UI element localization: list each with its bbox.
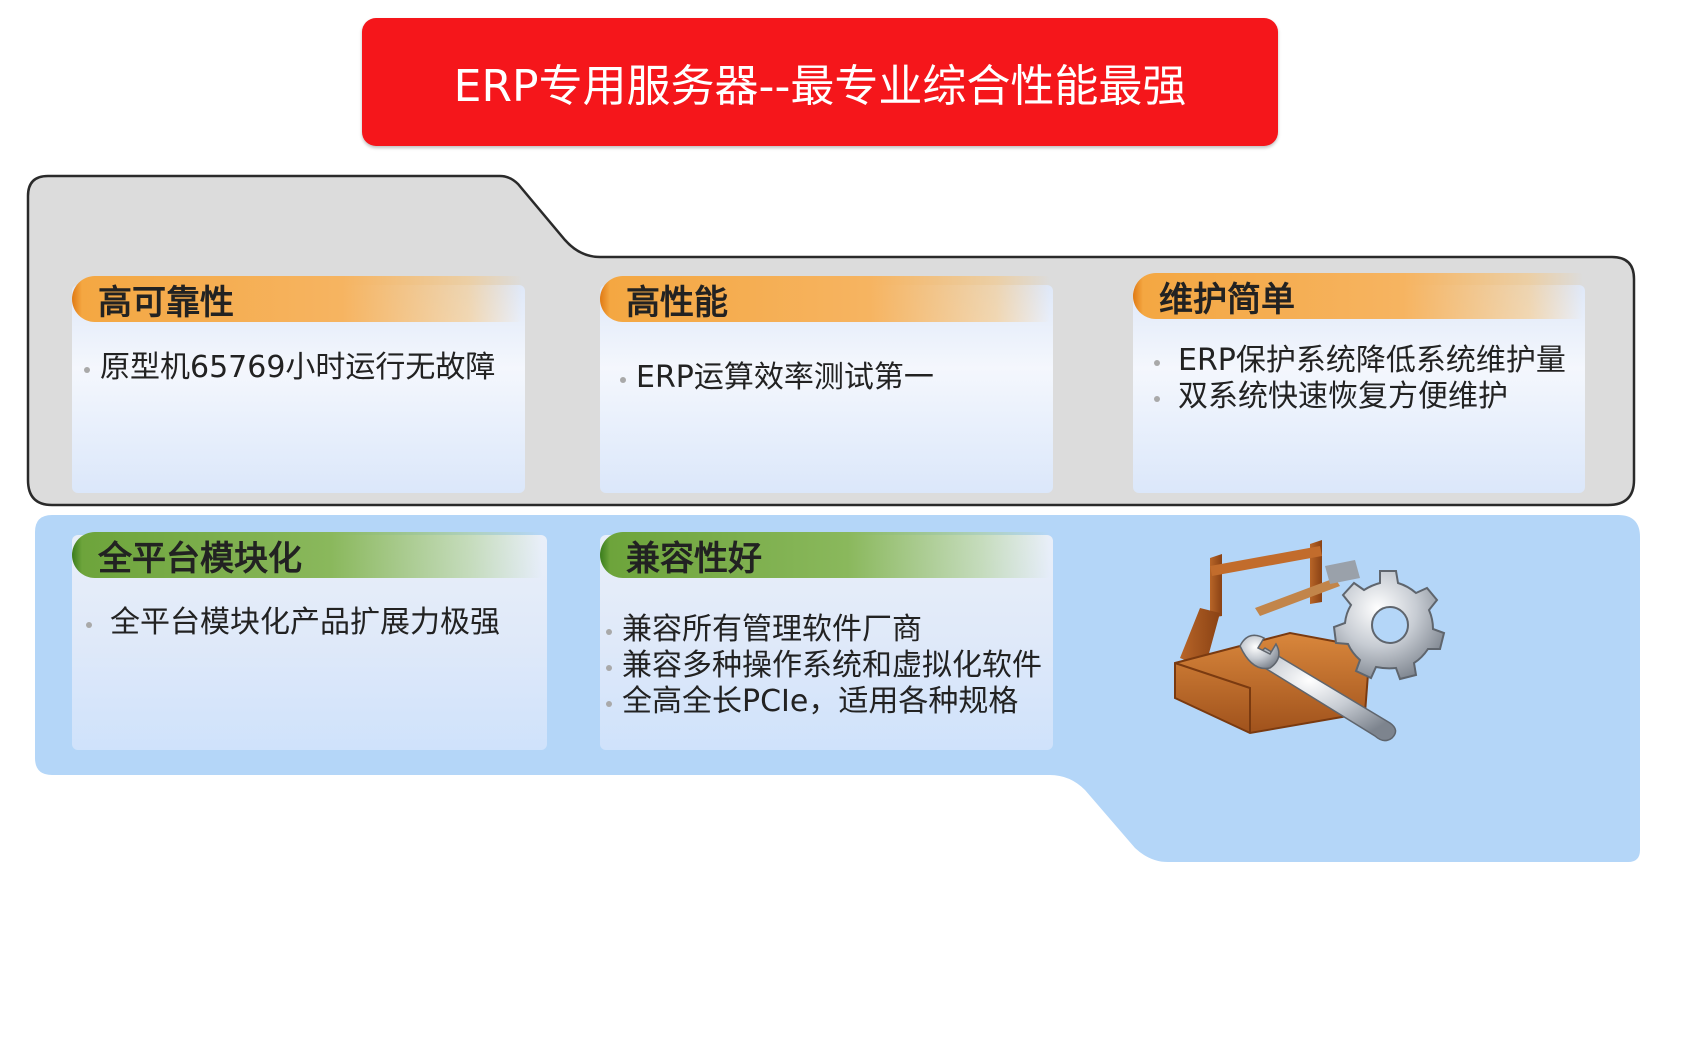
feature-header-reliability: 高可靠性: [72, 276, 522, 323]
feature-title: 高性能: [626, 282, 728, 323]
feature-title: 高可靠性: [98, 282, 234, 323]
feature-title: 维护简单: [1159, 279, 1295, 320]
toolbox-gear-wrench-icon: [1174, 540, 1446, 742]
feature-card-maintenance: [1133, 285, 1585, 493]
bullet-item: 双系统快速恢复方便维护: [1148, 379, 1566, 415]
bullet-item: 全高全长PCIe，适用各种规格: [604, 684, 1042, 720]
feature-title: 全平台模块化: [98, 538, 302, 579]
feature-bullets-reliability: 原型机65769小时运行无故障: [82, 350, 495, 386]
bullet-item: 兼容所有管理软件厂商: [604, 612, 1042, 648]
feature-bullets-performance: ERP运算效率测试第一: [618, 360, 934, 396]
bullet-item: ERP保护系统降低系统维护量: [1148, 343, 1566, 379]
feature-header-maintenance: 维护简单: [1133, 273, 1583, 320]
bullet-item: 原型机65769小时运行无故障: [82, 350, 495, 386]
bullet-item: ERP运算效率测试第一: [618, 360, 934, 396]
bullet-item: 兼容多种操作系统和虚拟化软件: [604, 648, 1042, 684]
feature-bullets-maintenance: ERP保护系统降低系统维护量 双系统快速恢复方便维护: [1148, 343, 1566, 415]
page-title: ERP专用服务器--最专业综合性能最强: [453, 61, 1187, 112]
feature-header-modular: 全平台模块化: [72, 532, 542, 579]
title-banner: ERP专用服务器--最专业综合性能最强: [362, 18, 1278, 146]
bullet-item: 全平台模块化产品扩展力极强: [80, 605, 500, 641]
feature-bullets-modular: 全平台模块化产品扩展力极强: [80, 605, 500, 641]
feature-title: 兼容性好: [626, 538, 762, 579]
feature-header-compatibility: 兼容性好: [600, 532, 1050, 579]
feature-bullets-compatibility: 兼容所有管理软件厂商 兼容多种操作系统和虚拟化软件 全高全长PCIe，适用各种规…: [604, 612, 1042, 720]
feature-header-performance: 高性能: [600, 276, 1050, 323]
